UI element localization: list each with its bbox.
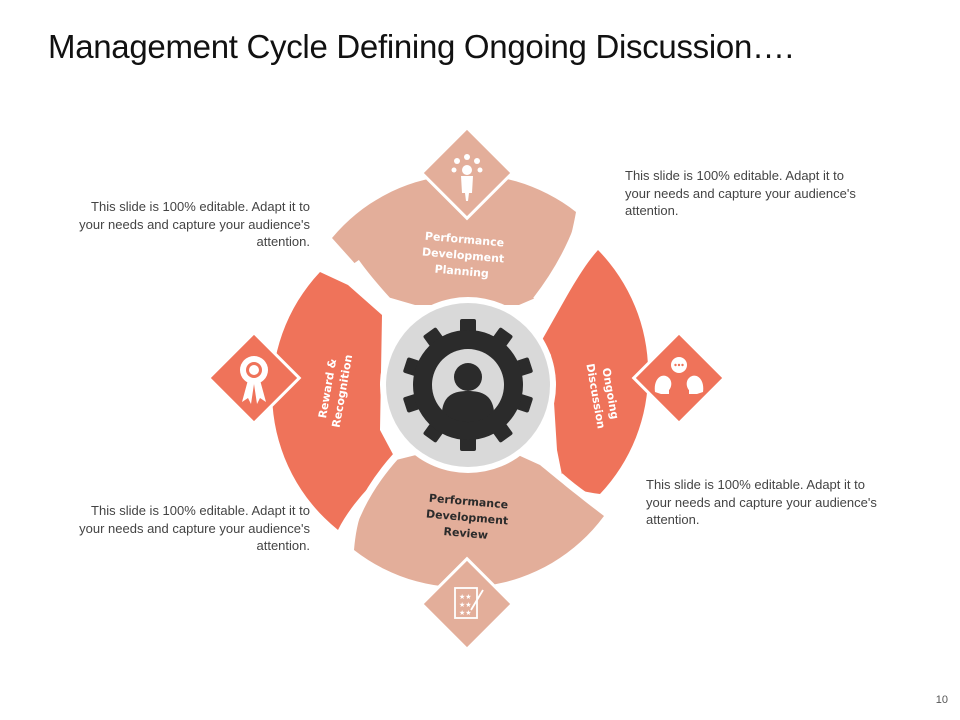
note-bottom-left: This slide is 100% editable. Adapt it to… bbox=[79, 503, 310, 553]
segment-right bbox=[542, 250, 649, 494]
idea-person-icon bbox=[451, 154, 483, 201]
award-ribbon-icon bbox=[240, 356, 268, 404]
note-bottom-right: This slide is 100% editable. Adapt it to… bbox=[646, 477, 877, 527]
page-number: 10 bbox=[935, 694, 948, 706]
label-top-line-3: Planning bbox=[434, 263, 489, 281]
diamond-right bbox=[631, 330, 727, 426]
label-bottom-line-3: Review bbox=[443, 525, 488, 542]
note-top-right: This slide is 100% editable. Adapt it to… bbox=[625, 168, 856, 218]
note-top-left: This slide is 100% editable. Adapt it to… bbox=[79, 199, 310, 249]
segment-left bbox=[272, 272, 396, 530]
segment-bottom bbox=[354, 455, 604, 588]
segment-top bbox=[332, 174, 576, 305]
diamond-left bbox=[206, 330, 302, 426]
slide-title: Management Cycle Defining Ongoing Discus… bbox=[48, 28, 794, 65]
diamond-bottom: ★★ ★★ ★★ bbox=[419, 556, 515, 652]
rating-document-icon: ★★ ★★ ★★ bbox=[454, 587, 484, 619]
svg-text:★★: ★★ bbox=[459, 601, 472, 609]
svg-text:★★: ★★ bbox=[459, 593, 472, 601]
conversation-icon bbox=[654, 357, 704, 394]
diamond-top bbox=[419, 125, 515, 221]
gear-person-icon bbox=[403, 319, 533, 451]
svg-text:★★: ★★ bbox=[459, 609, 472, 617]
